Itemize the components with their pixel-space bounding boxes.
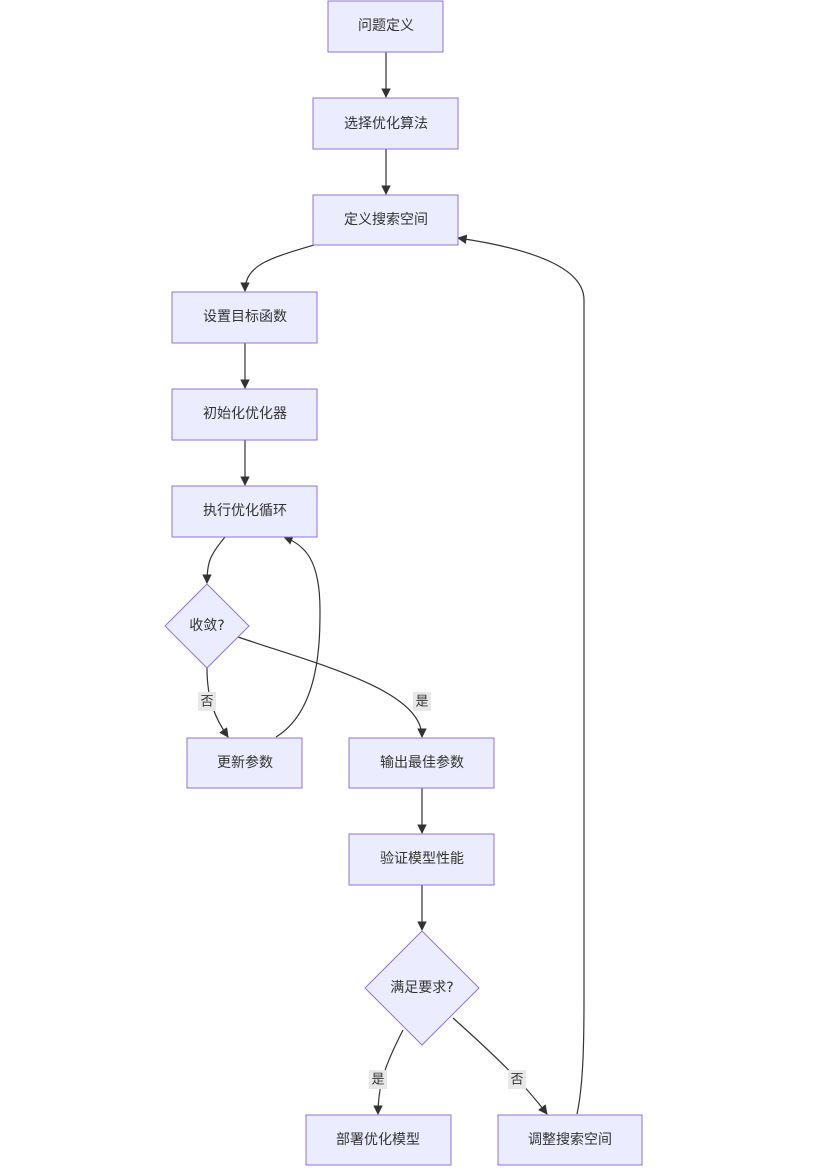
- decision-requirements-met: 满足要求?: [364, 930, 480, 1046]
- node-label: 部署优化模型: [336, 1132, 420, 1148]
- edge-label-d1-no: 否: [198, 692, 216, 711]
- edge-n11-n3: [457, 234, 585, 1115]
- edge-d2-n11: [452, 1017, 548, 1115]
- node-label: 选择优化算法: [344, 116, 428, 132]
- node-label: 调整搜索空间: [528, 1131, 612, 1148]
- edge-d1-n8: [237, 636, 427, 738]
- edge-label-d2-yes: 是: [369, 1070, 387, 1089]
- node-problem-definition: 问题定义: [327, 0, 444, 53]
- edge-label-d2-no: 否: [508, 1070, 526, 1089]
- node-label: 满足要求?: [390, 980, 453, 996]
- edge-label-text: 是: [371, 1073, 384, 1088]
- edge-label-text: 否: [200, 695, 213, 710]
- node-adjust-search-space: 调整搜索空间: [497, 1114, 643, 1166]
- edge-n3-n4: [240, 244, 315, 292]
- node-update-params: 更新参数: [186, 737, 303, 789]
- node-init-optimizer: 初始化优化器: [171, 388, 318, 441]
- node-label: 设置目标函数: [203, 309, 287, 325]
- node-label: 验证模型性能: [380, 851, 464, 867]
- node-define-search-space: 定义搜索空间: [312, 194, 459, 246]
- edge-label-text: 是: [415, 695, 428, 710]
- node-label: 输出最佳参数: [380, 754, 464, 771]
- node-label: 收敛?: [189, 618, 224, 634]
- edge-n6-d1: [202, 536, 226, 584]
- node-set-objective: 设置目标函数: [171, 291, 318, 344]
- node-label: 更新参数: [217, 754, 273, 771]
- edge-n7-n6: [275, 535, 321, 738]
- node-output-best: 输出最佳参数: [348, 737, 495, 789]
- decision-converged: 收敛?: [164, 583, 250, 669]
- node-label: 执行优化循环: [203, 503, 287, 519]
- edge-label-text: 否: [510, 1073, 523, 1088]
- node-deploy-model: 部署优化模型: [305, 1114, 452, 1166]
- node-label: 初始化优化器: [203, 405, 287, 422]
- node-label: 问题定义: [358, 18, 414, 34]
- node-label: 定义搜索空间: [344, 211, 428, 228]
- node-select-algorithm: 选择优化算法: [312, 97, 459, 150]
- node-validate-model: 验证模型性能: [348, 833, 495, 886]
- node-run-loop: 执行优化循环: [171, 485, 318, 538]
- edge-label-d1-yes: 是: [413, 692, 431, 711]
